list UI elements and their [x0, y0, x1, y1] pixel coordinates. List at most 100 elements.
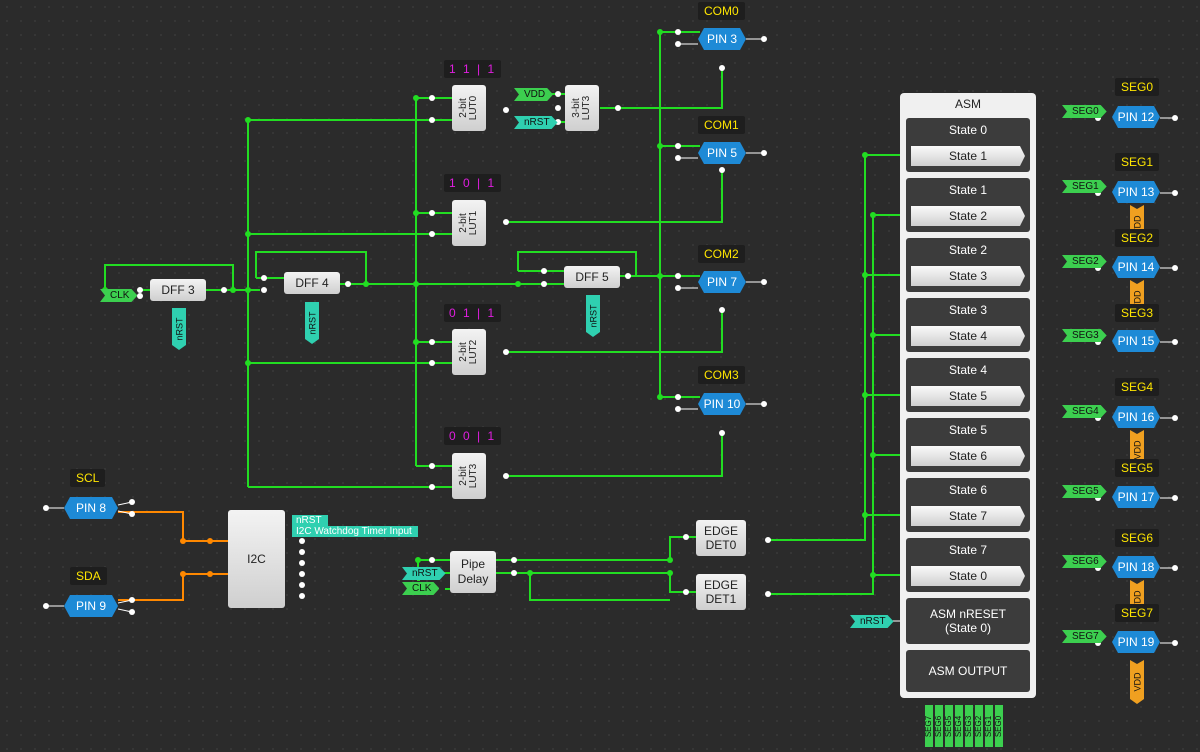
seg5-pin[interactable]: PIN 17 [1112, 486, 1160, 508]
seg7-tag: SEG7 [1062, 630, 1107, 643]
lut1-block[interactable]: 2-bit LUT1 [452, 200, 486, 246]
asm-out-seg3: SEG3 [965, 705, 974, 747]
asm-state-1[interactable]: State 1 State 2 [906, 178, 1030, 232]
com3-label: COM3 [698, 366, 745, 384]
asm-out-seg1: SEG1 [985, 705, 994, 747]
lut3-3bit-block[interactable]: 3-bit LUT3 [565, 85, 599, 131]
seg2-label: SEG2 [1115, 229, 1160, 247]
seg6-tag: SEG6 [1062, 555, 1107, 568]
seg5-label: SEG5 [1115, 459, 1160, 477]
next-state[interactable]: State 1 [911, 146, 1025, 166]
lut1-label: 2-bit LUT1 [457, 210, 479, 236]
i2c-block[interactable]: I2C [228, 510, 285, 608]
com2-pin[interactable]: PIN 7 [698, 271, 746, 293]
asm-nreset[interactable]: ASM nRESET (State 0) [906, 598, 1030, 644]
state-label: State 7 [948, 543, 988, 557]
lut0-label: 2-bit LUT0 [457, 95, 479, 121]
state-label: State 0 [948, 123, 988, 137]
dff3-block[interactable]: DFF 3 [150, 279, 206, 301]
scl-pin[interactable]: PIN 8 [64, 497, 118, 519]
scl-label: SCL [70, 469, 106, 487]
lut3-3bit-label: 3-bit LUT3 [570, 95, 592, 121]
next-state[interactable]: State 6 [911, 446, 1025, 466]
seg3-tag: SEG3 [1062, 329, 1107, 342]
next-state[interactable]: State 3 [911, 266, 1025, 286]
state-label: State 1 [948, 183, 988, 197]
asm-state-3[interactable]: State 3 State 4 [906, 298, 1030, 352]
asm-out-seg4: SEG4 [955, 705, 964, 747]
pipe-delay-block[interactable]: Pipe Delay [450, 551, 496, 593]
lut3-config: 0 0 | 1 [444, 427, 502, 445]
asm-state-0[interactable]: State 0 State 1 [906, 118, 1030, 172]
seg4-pin[interactable]: PIN 16 [1112, 406, 1160, 428]
state-label: State 6 [948, 483, 988, 497]
clk-tag-pipe: CLK [402, 582, 439, 595]
lut3-block[interactable]: 2-bit LUT3 [452, 453, 486, 499]
lut2-label: 2-bit LUT2 [457, 339, 479, 365]
seg6-pin[interactable]: PIN 18 [1112, 556, 1160, 578]
state-label: State 3 [948, 303, 988, 317]
clk-tag-dff3: CLK [100, 289, 137, 302]
state-label: State 5 [948, 423, 988, 437]
next-state[interactable]: State 0 [911, 566, 1025, 586]
lut1-config: 1 0 | 1 [444, 174, 502, 192]
seg1-tag: SEG1 [1062, 180, 1107, 193]
lut0-config: 1 1 | 1 [444, 60, 502, 78]
seg5-tag: SEG5 [1062, 485, 1107, 498]
com1-pin[interactable]: PIN 5 [698, 142, 746, 164]
nrst-tag-pipe: nRST [402, 567, 446, 580]
dff5-block[interactable]: DFF 5 [564, 266, 620, 288]
sda-label: SDA [70, 567, 107, 585]
com2-label: COM2 [698, 245, 745, 263]
com3-pin[interactable]: PIN 10 [698, 393, 746, 415]
lut3-label: 2-bit LUT3 [457, 463, 479, 489]
asm-state-7[interactable]: State 7 State 0 [906, 538, 1030, 592]
seg4-tag: SEG4 [1062, 405, 1107, 418]
seg2-pin[interactable]: PIN 14 [1112, 256, 1160, 278]
com0-label: COM0 [698, 2, 745, 20]
sda-pin[interactable]: PIN 9 [64, 595, 118, 617]
edge-det1-block[interactable]: EDGE DET1 [696, 574, 746, 610]
nrst-tag-lut: nRST [514, 116, 558, 129]
seg0-pin[interactable]: PIN 12 [1112, 106, 1160, 128]
asm-output[interactable]: ASM OUTPUT [906, 650, 1030, 692]
state-label: State 4 [948, 363, 988, 377]
next-state[interactable]: State 4 [911, 326, 1025, 346]
nrst-tag-dff5: nRST [586, 295, 600, 337]
seg0-tag: SEG0 [1062, 105, 1107, 118]
asm-out-seg2: SEG2 [975, 705, 984, 747]
dff4-block[interactable]: DFF 4 [284, 272, 340, 294]
asm-state-4[interactable]: State 4 State 5 [906, 358, 1030, 412]
seg1-pin[interactable]: PIN 13 [1112, 181, 1160, 203]
next-state[interactable]: State 5 [911, 386, 1025, 406]
next-state[interactable]: State 7 [911, 506, 1025, 526]
seg7-pin[interactable]: PIN 19 [1112, 631, 1160, 653]
seg7-vdd-tag: VDD [1130, 660, 1144, 704]
asm-state-6[interactable]: State 6 State 7 [906, 478, 1030, 532]
next-state[interactable]: State 2 [911, 206, 1025, 226]
asm-nrst-tag: nRST [850, 615, 894, 628]
seg4-label: SEG4 [1115, 378, 1160, 396]
asm-state-2[interactable]: State 2 State 3 [906, 238, 1030, 292]
lut0-block[interactable]: 2-bit LUT0 [452, 85, 486, 131]
state-label: State 2 [948, 243, 988, 257]
vdd-tag: VDD [514, 88, 553, 101]
seg2-tag: SEG2 [1062, 255, 1107, 268]
com0-pin[interactable]: PIN 3 [698, 28, 746, 50]
asm-state-5[interactable]: State 5 State 6 [906, 418, 1030, 472]
seg3-pin[interactable]: PIN 15 [1112, 330, 1160, 352]
lut2-block[interactable]: 2-bit LUT2 [452, 329, 486, 375]
seg7-label: SEG7 [1115, 604, 1160, 622]
com1-label: COM1 [698, 116, 745, 134]
nrst-tag-dff4: nRST [305, 302, 319, 344]
asm-out-seg6: SEG6 [935, 705, 944, 747]
lut2-config: 0 1 | 1 [444, 304, 502, 322]
i2c-nrst-output: nRST [292, 515, 328, 526]
edge-det0-block[interactable]: EDGE DET0 [696, 520, 746, 556]
seg3-label: SEG3 [1115, 304, 1160, 322]
seg0-label: SEG0 [1115, 78, 1160, 96]
i2c-wdt-output: I2C Watchdog Timer Input [292, 526, 418, 537]
asm-out-seg7: SEG7 [925, 705, 934, 747]
